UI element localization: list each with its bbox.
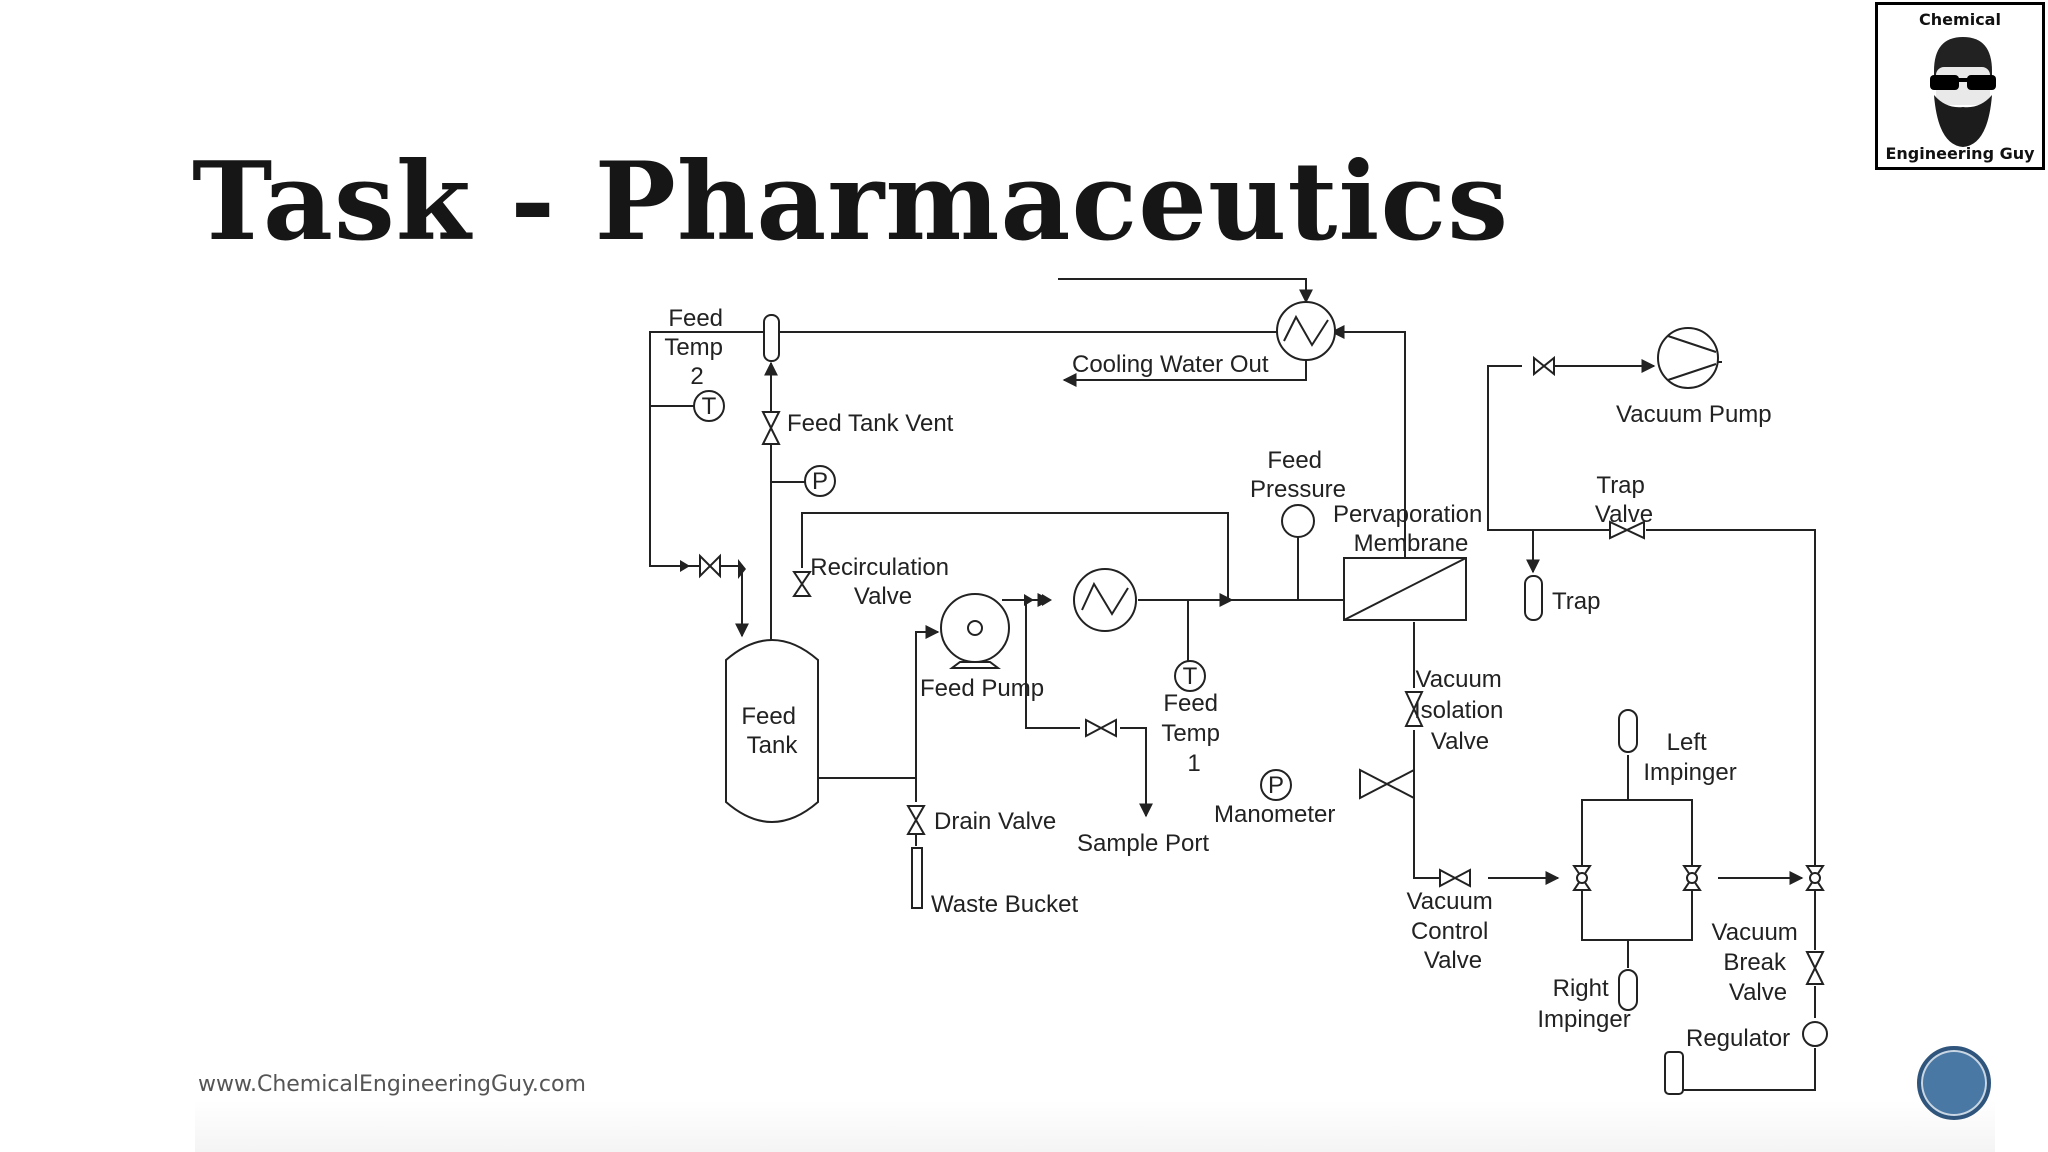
logo-top-text: Chemical	[1919, 10, 2001, 29]
label-recirculation-valve: Recirculation Valve	[810, 554, 955, 610]
label-feed-tank: Feed Tank	[741, 703, 802, 759]
bearded-man-icon	[1930, 37, 1996, 147]
label-sample-port: Sample Port	[1077, 830, 1209, 857]
logo-bottom-text: Engineering Guy	[1885, 144, 2035, 163]
heat-exchanger-cooling	[1276, 301, 1336, 361]
label-feed-tank-vent: Feed Tank Vent	[787, 410, 954, 437]
diagram-labels: Feed Temp 2 Cooling Water Out Feed Tank …	[664, 305, 1805, 1052]
label-regulator: Regulator	[1686, 1025, 1790, 1052]
channel-logo: Chemical Engineering Guy	[1875, 2, 2045, 170]
label-vacuum-pump: Vacuum Pump	[1616, 401, 1772, 428]
vacuum-pump	[1657, 327, 1719, 389]
flow-arrows	[680, 559, 1052, 606]
label-feed-pressure: Feed Pressure	[1250, 447, 1346, 503]
label-vacuum-isolation-valve: Vacuum Isolation Valve	[1414, 666, 1510, 755]
instruments	[693, 390, 1828, 1047]
feed-pump	[940, 593, 1010, 669]
feed-tank	[725, 639, 819, 823]
label-drain-valve: Drain Valve	[934, 808, 1056, 835]
footer-fade	[195, 1100, 1995, 1152]
label-vacuum-control-valve: Vacuum Control Valve	[1407, 888, 1500, 974]
valves	[699, 355, 1825, 985]
label-right-impinger: Right Impinger	[1537, 975, 1630, 1033]
feed-temp-1-letter: T	[1183, 663, 1198, 690]
label-vacuum-break-valve: Vacuum Break Valve	[1712, 919, 1805, 1006]
pressure-letter: P	[812, 468, 828, 495]
pervaporation-membrane	[1343, 557, 1467, 621]
label-feed-temp-1: Feed Temp 1	[1161, 690, 1226, 777]
label-feed-temp-2: Feed Temp 2	[664, 305, 729, 390]
label-left-impinger: Left Impinger	[1643, 729, 1736, 786]
heat-exchanger-feed	[1073, 568, 1137, 632]
label-pervaporation-membrane: Pervaporation Membrane	[1333, 501, 1489, 557]
website-footer: www.ChemicalEngineeringGuy.com	[198, 1072, 586, 1097]
feed-temp-2-letter: T	[702, 393, 717, 420]
vessels	[763, 314, 1684, 1095]
label-trap-valve: Trap Valve	[1595, 472, 1653, 528]
label-manometer: Manometer	[1214, 801, 1335, 828]
label-waste-bucket: Waste Bucket	[931, 891, 1078, 918]
slide-nav-button[interactable]	[1917, 1046, 1991, 1120]
label-trap: Trap	[1552, 588, 1600, 615]
label-cooling-water-out: Cooling Water Out	[1072, 351, 1269, 378]
label-feed-pump: Feed Pump	[920, 675, 1044, 702]
manometer-letter: P	[1268, 772, 1284, 799]
slide-title: Task - Pharmaceutics	[192, 139, 1510, 265]
